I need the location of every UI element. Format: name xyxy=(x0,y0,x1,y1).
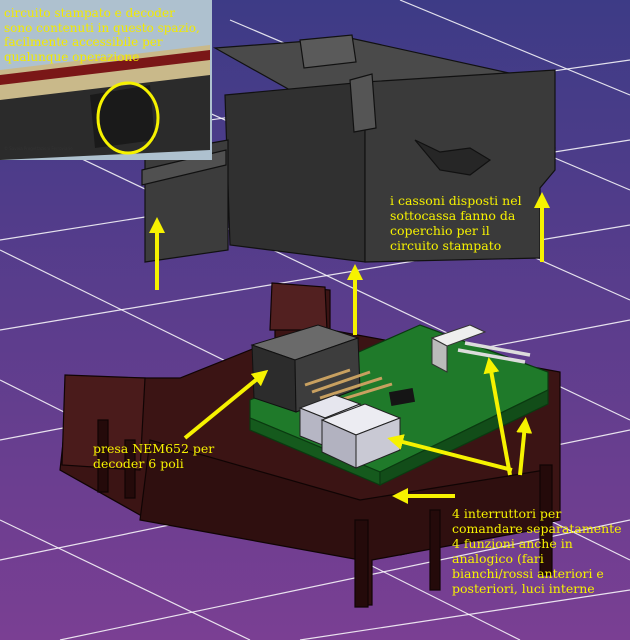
arrow-switch-3 xyxy=(516,417,533,476)
inset-note-label: circuito stampato e decoder sono contenu… xyxy=(4,6,200,64)
smd-chip xyxy=(388,388,416,406)
arrow-socket xyxy=(183,369,269,440)
dip-switches xyxy=(298,394,402,469)
underframe-cover xyxy=(141,34,556,263)
arrow-switch-2 xyxy=(483,357,512,476)
callout-arrows xyxy=(149,192,550,504)
switch-note-label: 4 interruttori per comandare separatamen… xyxy=(452,506,622,596)
nem652-socket xyxy=(250,324,393,413)
socket-note-label: presa NEM652 per decoder 6 poli xyxy=(93,441,215,471)
cover-note-label: i cassoni disposti nel sottocassa fanno … xyxy=(390,193,522,253)
inset-photo xyxy=(0,0,212,160)
pin-header xyxy=(430,324,531,373)
inset-credit: © Savoia Progettazioni Ferroviarie xyxy=(4,146,73,151)
arrow-switch-1 xyxy=(387,434,513,472)
